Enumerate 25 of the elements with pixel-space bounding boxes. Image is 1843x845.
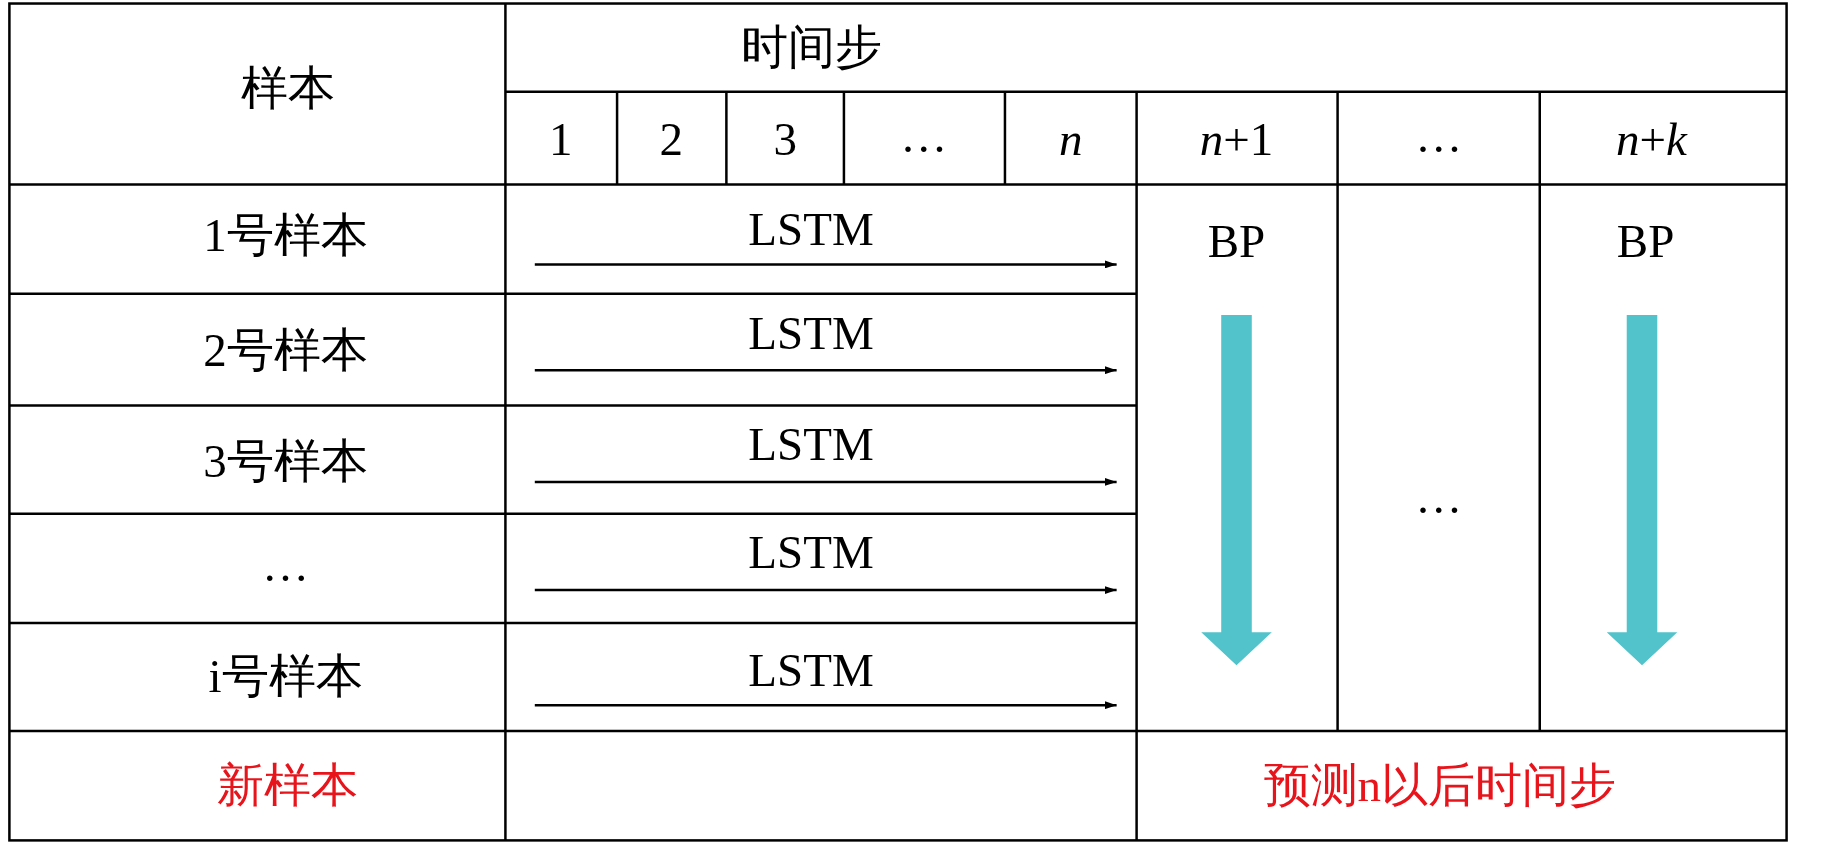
step-number: 1 [548, 115, 573, 163]
note-text: 新样本 [217, 761, 359, 809]
method-label: LSTM [748, 205, 874, 253]
step-number: n+1 [1199, 115, 1274, 163]
step-number: n+k [1615, 115, 1687, 163]
method-label: BP [1207, 217, 1266, 265]
ellipsis: … [900, 112, 948, 160]
column-header: 样本 [240, 64, 335, 112]
ellipsis: … [262, 541, 310, 589]
step-number: 2 [659, 115, 683, 163]
row-header: 2号样本 [203, 326, 368, 374]
step-number: 3 [773, 115, 797, 163]
row-header: 1号样本 [203, 211, 368, 259]
step-number: n [1059, 115, 1083, 163]
note-text: 预测n以后时间步 [1263, 761, 1617, 809]
method-label: BP [1616, 217, 1675, 265]
row-header: i号样本 [208, 652, 363, 700]
method-label: LSTM [748, 528, 874, 576]
column-header: 时间步 [740, 23, 882, 71]
method-label: LSTM [748, 646, 874, 694]
ellipsis: … [1415, 112, 1463, 160]
method-label: LSTM [748, 309, 874, 357]
method-label: LSTM [748, 420, 874, 468]
ellipsis: … [1415, 473, 1463, 521]
row-header: 3号样本 [203, 437, 368, 485]
